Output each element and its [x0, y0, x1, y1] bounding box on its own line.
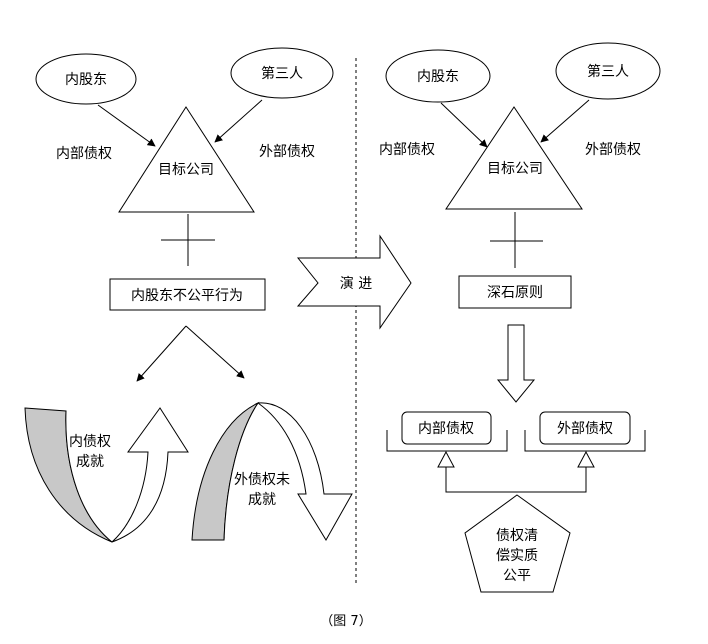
left-outer-debt-line2: 成就	[248, 492, 276, 508]
right-internal-debt-label: 内部债权	[379, 142, 435, 158]
left-inner-debt-curl-arrow	[24, 407, 189, 543]
right-connector	[445, 467, 587, 493]
right-pentagon-line3: 公平	[503, 568, 531, 584]
right-external-debt-box-label: 外部债权	[557, 421, 613, 437]
left-external-debt-arrow	[214, 99, 263, 143]
right-panel: 内股东 第三人 内部债权 外部债权 目标公司 深石原则 内部债权 外部债权 债权…	[379, 42, 661, 593]
right-external-up-arrowhead	[577, 450, 595, 468]
right-internal-up-arrowhead	[437, 450, 455, 468]
right-down-block-arrow	[496, 324, 536, 403]
right-inner-shareholder-ellipse	[385, 49, 491, 103]
left-internal-debt-arrow	[97, 104, 156, 147]
right-deep-rock-label: 深石原则	[487, 285, 543, 301]
left-inner-shareholder-label: 内股东	[65, 72, 107, 88]
right-third-party-label: 第三人	[587, 63, 629, 80]
left-external-debt-label: 外部债权	[259, 144, 315, 160]
left-inner-debt-line1: 内债权	[69, 434, 111, 450]
evolution-label: 演 进	[340, 276, 372, 292]
evolution-arrow	[296, 234, 412, 330]
right-target-company-triangle	[445, 106, 583, 210]
right-inner-shareholder-label: 内股东	[417, 69, 459, 85]
left-target-company-label: 目标公司	[158, 162, 214, 178]
left-panel: 内股东 第三人 内部债权 外部债权 目标公司 内股东不公平行为 内债权 成就 外…	[24, 47, 353, 543]
right-internal-debt-arrow	[440, 102, 488, 148]
right-deep-rock-box	[458, 275, 572, 309]
left-unfair-behavior-box	[109, 278, 266, 311]
left-third-party-ellipse	[230, 47, 334, 99]
left-unfair-behavior-label: 内股东不公平行为	[131, 288, 243, 304]
right-external-debt-box	[539, 411, 631, 445]
left-split-arrow-left	[136, 325, 187, 382]
right-internal-bracket	[386, 430, 508, 452]
right-external-debt-label: 外部债权	[585, 142, 641, 158]
left-inner-debt-line2: 成就	[76, 454, 104, 470]
right-third-party-ellipse	[555, 42, 661, 100]
left-split-arrow-right	[185, 325, 245, 379]
right-external-bracket	[524, 430, 646, 452]
right-external-debt-arrow	[540, 99, 590, 143]
left-internal-debt-label: 内部债权	[56, 146, 112, 162]
left-target-company-triangle	[118, 106, 255, 213]
right-internal-debt-box-label: 内部债权	[418, 421, 474, 437]
left-inner-shareholder-ellipse	[35, 53, 137, 105]
right-target-company-label: 目标公司	[487, 161, 543, 177]
right-pentagon-line2: 偿实质	[496, 548, 538, 564]
left-outer-debt-curl-arrow	[191, 401, 353, 541]
figure-caption: （图 7）	[320, 614, 371, 629]
left-third-party-label: 第三人	[261, 65, 303, 82]
right-internal-debt-box	[401, 411, 492, 445]
right-pentagon-line1: 债权清	[496, 528, 538, 544]
left-outer-debt-line1: 外债权未	[234, 472, 290, 488]
right-fairness-pentagon	[464, 494, 571, 593]
